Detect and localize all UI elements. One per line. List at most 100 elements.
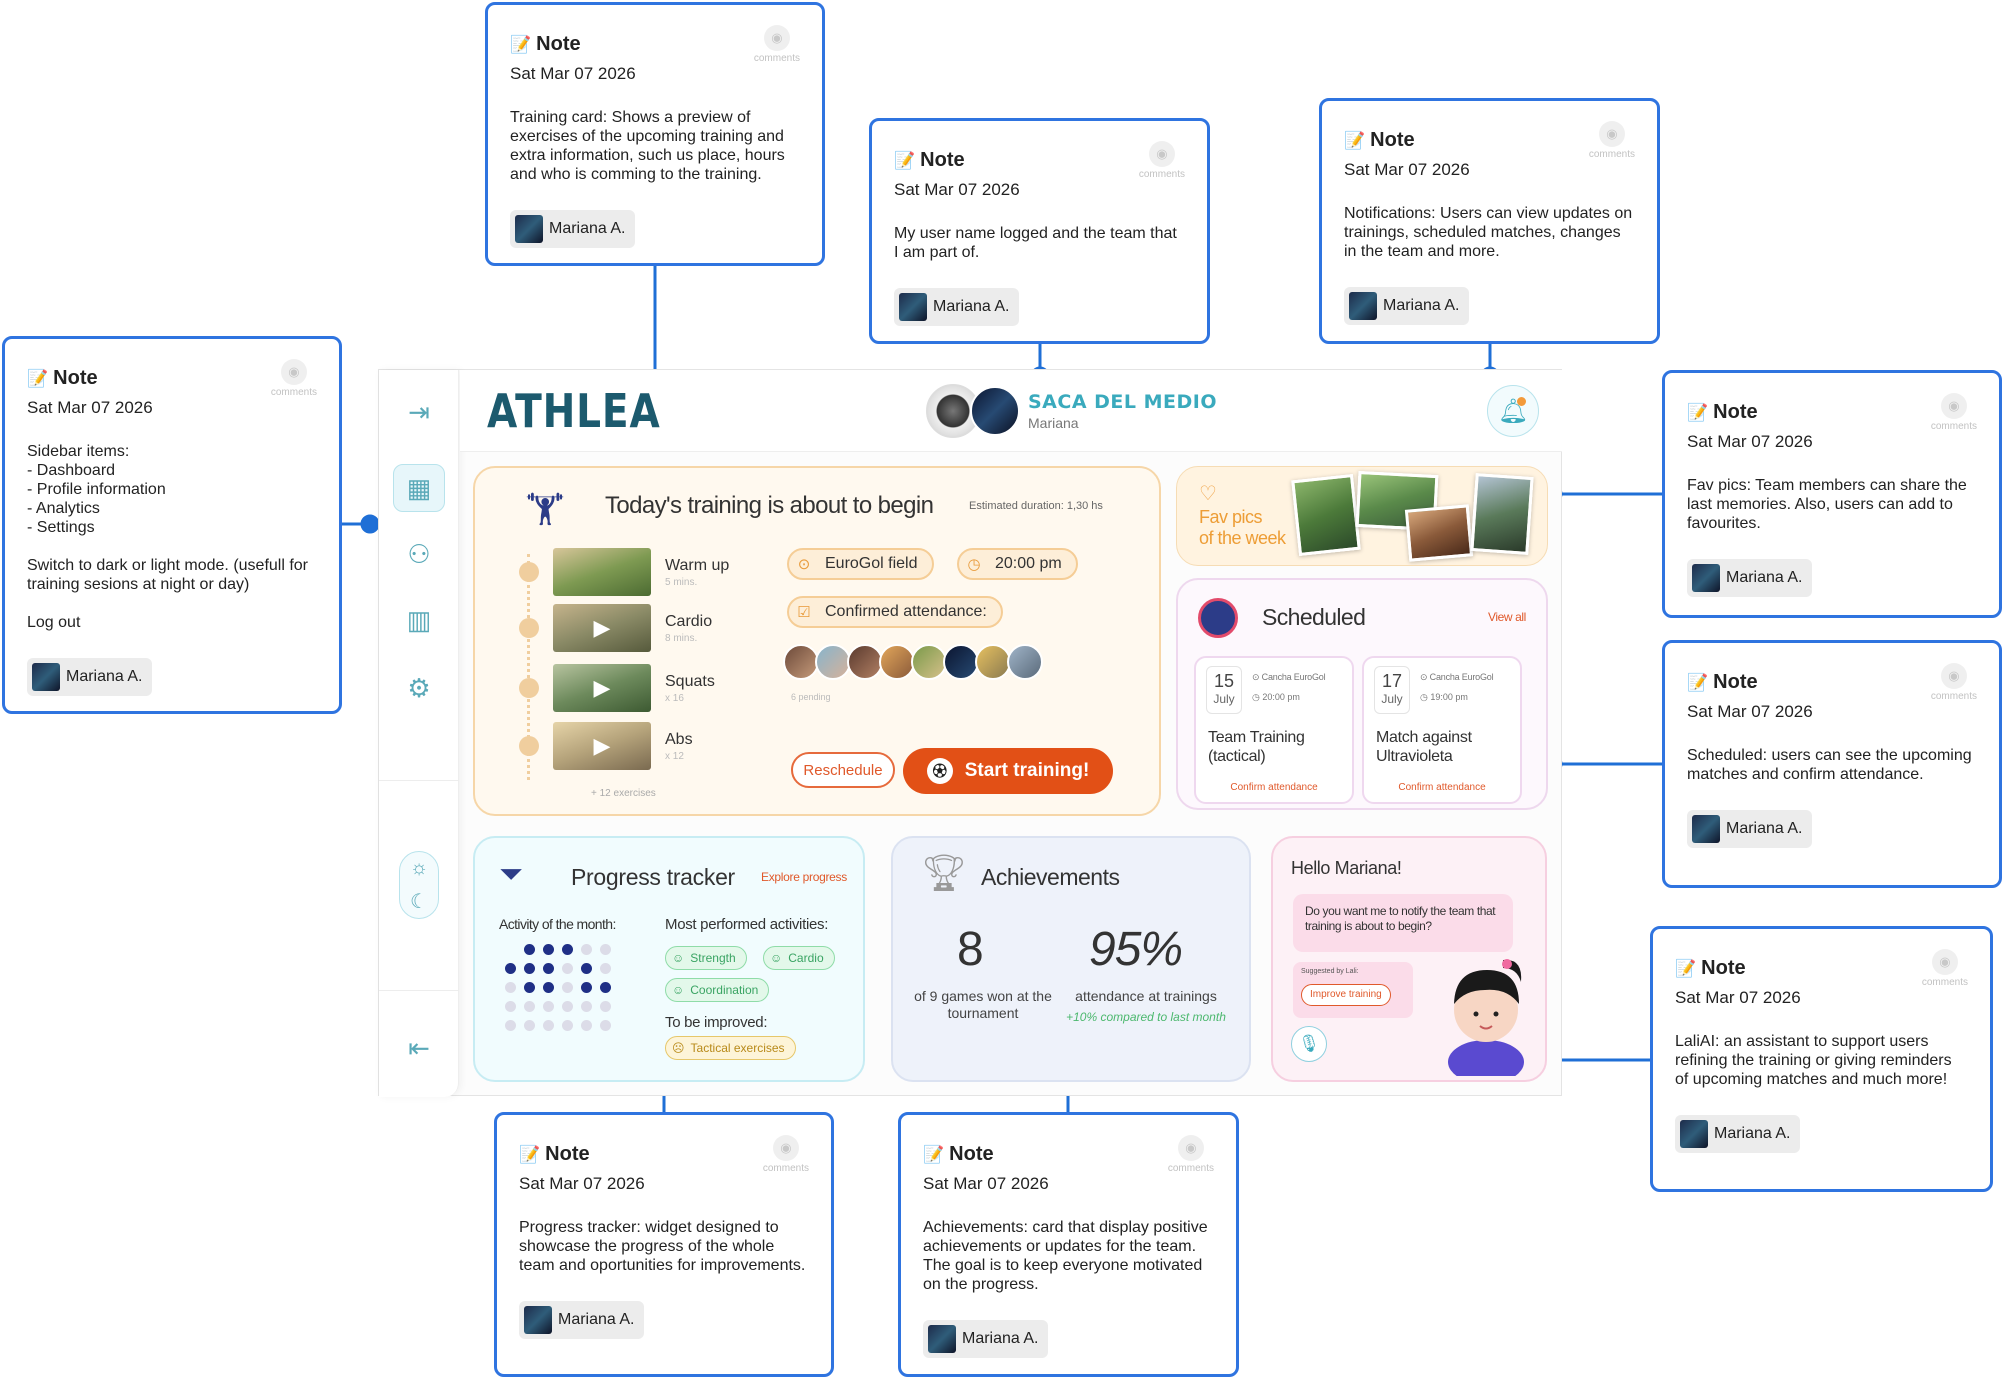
- confirm-attendance-link[interactable]: Confirm attendance: [1398, 782, 1486, 793]
- heart-icon[interactable]: ♡: [1199, 483, 1217, 505]
- note-body: Fav pics: Team members can share the las…: [1687, 477, 1967, 532]
- activity-dot: [562, 944, 573, 955]
- comments-label: comments: [1138, 169, 1185, 180]
- attendance-delta: +10% compared to last month: [1066, 1010, 1226, 1024]
- activity-dot: [562, 982, 573, 993]
- note-author[interactable]: Mariana A.: [894, 288, 1020, 326]
- note-author[interactable]: Mariana A.: [1687, 559, 1813, 597]
- comments-button[interactable]: ◉comments: [1139, 141, 1185, 180]
- sidebar-item-settings[interactable]: ⚙: [393, 664, 445, 712]
- progress-title: Progress tracker: [571, 864, 735, 890]
- note-author-name: Mariana A.: [66, 668, 143, 685]
- location-pin-icon: ⊙: [1252, 672, 1260, 682]
- more-exercises-link[interactable]: + 12 exercises: [591, 788, 656, 799]
- comments-button[interactable]: ◉comments: [763, 1135, 809, 1174]
- reschedule-button[interactable]: Reschedule: [791, 752, 895, 788]
- note-author[interactable]: Mariana A.: [27, 658, 153, 696]
- comments-button[interactable]: ◉comments: [1168, 1135, 1214, 1174]
- avatar: [515, 215, 543, 243]
- timeline-dot: [519, 618, 539, 638]
- event-time: ◷ 20:00 pm: [1252, 692, 1300, 703]
- activity-dot: [505, 982, 516, 993]
- note-body: Notifications: Users can view updates on…: [1344, 205, 1633, 260]
- team-photo[interactable]: [1470, 473, 1534, 555]
- activity-tag[interactable]: ☺Cardio: [763, 946, 835, 970]
- play-icon: ▶: [593, 733, 611, 758]
- note-author[interactable]: Mariana A.: [1687, 810, 1813, 848]
- sidebar-item-dashboard[interactable]: ▦: [393, 464, 445, 512]
- note-author[interactable]: Mariana A.: [510, 210, 636, 248]
- microphone-button[interactable]: 🎙︎: [1291, 1026, 1327, 1062]
- comments-button[interactable]: ◉comments: [1931, 663, 1977, 702]
- note-body: LaliAI: an assistant to support users re…: [1675, 1033, 1952, 1088]
- improve-training-button[interactable]: Improve training: [1301, 984, 1391, 1006]
- team-photo[interactable]: [1404, 504, 1474, 562]
- comments-button[interactable]: ◉comments: [271, 359, 317, 398]
- memo-icon: 📝: [1687, 672, 1709, 692]
- exercise-thumbnail: ▶: [553, 604, 651, 652]
- expand-sidebar-button[interactable]: ⇥: [393, 388, 445, 436]
- theme-toggle[interactable]: ☼☾: [399, 851, 439, 919]
- attendance-pill: ☑Confirmed attendance:: [787, 596, 1003, 628]
- avatar: [1007, 644, 1043, 680]
- explore-progress-link[interactable]: Explore progress: [761, 870, 847, 884]
- achievements-card: 🏆︎ Achievements 8 of 9 games won at the …: [891, 836, 1251, 1082]
- avatar: [899, 293, 927, 321]
- comments-button[interactable]: ◉comments: [1922, 949, 1968, 988]
- improvement-tag[interactable]: ☹Tactical exercises: [665, 1036, 796, 1060]
- confirm-attendance-link[interactable]: Confirm attendance: [1230, 782, 1318, 793]
- exercise-thumbnail: ▶: [553, 722, 651, 770]
- whistle-icon: ⏷: [499, 858, 523, 891]
- attendee-avatars[interactable]: [783, 644, 1043, 680]
- notifications-button[interactable]: 🔔︎: [1487, 385, 1539, 437]
- note-laliai: 📝Note◉comments Sat Mar 07 2026 LaliAI: a…: [1650, 926, 1993, 1192]
- avatar: [1692, 564, 1720, 592]
- avatar: [1680, 1120, 1708, 1148]
- app-logo[interactable]: ATHLEA: [487, 384, 661, 438]
- activity-dot: [581, 944, 592, 955]
- to-be-improved-label: To be improved:: [665, 1014, 768, 1031]
- start-training-button[interactable]: ⚽︎Start training!: [903, 748, 1113, 794]
- favpics-title-line1: Fav pics: [1199, 507, 1263, 527]
- note-author[interactable]: Mariana A.: [923, 1320, 1049, 1358]
- logout-button[interactable]: ⇤: [393, 1024, 445, 1072]
- event-month: July: [1213, 692, 1235, 706]
- event-place: ⊙ Cancha EuroGol: [1420, 672, 1494, 683]
- start-label: Start training!: [964, 760, 1090, 781]
- user-team-info[interactable]: SACA DEL MEDIO Mariana: [926, 384, 1217, 438]
- note-author[interactable]: Mariana A.: [1344, 287, 1470, 325]
- sidebar-divider: [379, 990, 459, 991]
- note-author[interactable]: Mariana A.: [1675, 1115, 1801, 1153]
- view-all-link[interactable]: View all: [1488, 610, 1526, 624]
- comments-label: comments: [753, 53, 800, 64]
- activity-tag[interactable]: ☺Coordination: [665, 978, 770, 1002]
- comment-bubble-icon: ◉: [1940, 663, 1967, 689]
- comments-button[interactable]: ◉comments: [1931, 393, 1977, 432]
- comments-button[interactable]: ◉comments: [754, 25, 800, 64]
- sidebar-item-analytics[interactable]: ▥: [393, 596, 445, 644]
- avatar: [879, 644, 915, 680]
- activity-tag[interactable]: ☺Strength: [665, 946, 747, 970]
- assistant-message: Do you want me to notify the team that t…: [1293, 894, 1513, 952]
- bar-chart-icon: ▥: [406, 604, 432, 635]
- team-photo[interactable]: [1291, 473, 1361, 557]
- note-title: Note: [949, 1143, 994, 1165]
- note-author[interactable]: Mariana A.: [519, 1301, 645, 1339]
- note-date: Sat Mar 07 2026: [923, 1174, 1049, 1193]
- note-date: Sat Mar 07 2026: [1675, 988, 1801, 1007]
- note-date: Sat Mar 07 2026: [27, 398, 153, 417]
- games-won-label: of 9 games won at the tournament: [914, 988, 1052, 1021]
- sidebar-item-profile[interactable]: ⚇: [393, 530, 445, 578]
- tag-label: Tactical exercises: [690, 1041, 785, 1055]
- comment-bubble-icon: ◉: [1940, 393, 1967, 419]
- comments-button[interactable]: ◉comments: [1589, 121, 1635, 160]
